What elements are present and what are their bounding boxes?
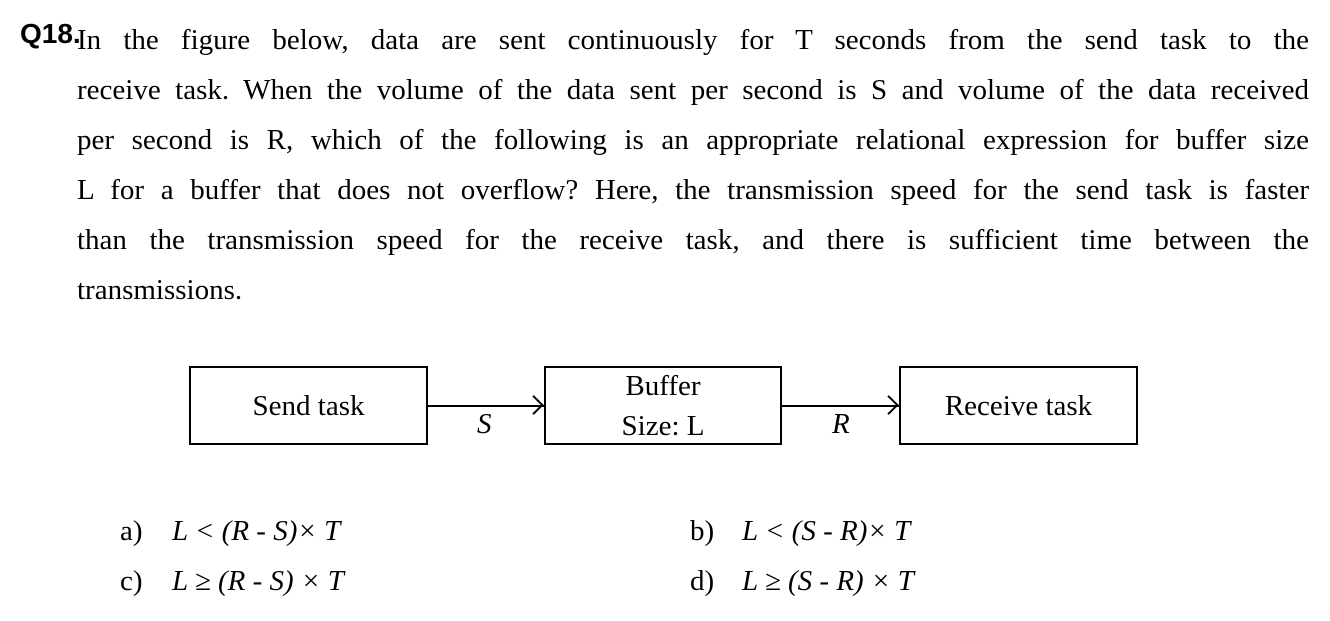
- option-key: a): [120, 515, 143, 547]
- option-expression: L < (R - S)× T: [172, 515, 341, 547]
- answer-option-b[interactable]: b) L < (S - R)× T: [690, 515, 910, 548]
- question-line: L for a buffer that does not overflow? H…: [77, 174, 1309, 206]
- question-line: per second is R, which of the following …: [77, 124, 1309, 156]
- option-key: c): [120, 565, 143, 597]
- question-line: than the transmission speed for the rece…: [77, 224, 1309, 256]
- option-expression: L ≥ (S - R) × T: [742, 565, 914, 597]
- answer-option-c[interactable]: c) L ≥ (R - S) × T: [120, 565, 344, 598]
- question-number: Q18.: [20, 18, 81, 49]
- option-key: d): [690, 565, 715, 597]
- send-task-box: Send task: [189, 366, 428, 445]
- answer-option-a[interactable]: a) L < (R - S)× T: [120, 515, 340, 548]
- arrow-label-s: S: [477, 408, 492, 440]
- option-expression: L ≥ (R - S) × T: [172, 565, 344, 597]
- arrow-send-to-buffer: [428, 405, 544, 407]
- question-line: In the figure below, data are sent conti…: [77, 24, 1309, 56]
- buffer-size-label: Size: L: [621, 409, 705, 442]
- answer-option-d[interactable]: d) L ≥ (S - R) × T: [690, 565, 914, 598]
- question-line: receive task. When the volume of the dat…: [77, 74, 1309, 106]
- buffer-label: Buffer: [625, 369, 701, 402]
- arrow-buffer-to-receive: [782, 405, 899, 407]
- option-key: b): [690, 515, 715, 547]
- send-task-label: Send task: [252, 389, 365, 422]
- receive-task-box: Receive task: [899, 366, 1138, 445]
- question-text: In the figure below, data are sent conti…: [77, 15, 1309, 315]
- receive-task-label: Receive task: [944, 389, 1093, 422]
- option-expression: L < (S - R)× T: [742, 515, 911, 547]
- buffer-box: Buffer Size: L: [544, 366, 782, 445]
- arrow-label-r: R: [832, 408, 850, 440]
- question-line: transmissions.: [77, 274, 243, 306]
